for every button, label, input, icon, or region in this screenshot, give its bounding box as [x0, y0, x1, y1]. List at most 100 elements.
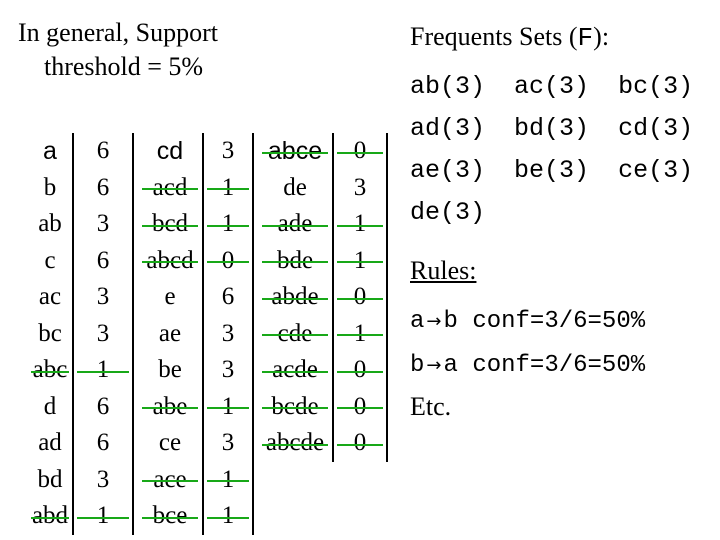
- itemset-cell: bde: [258, 243, 332, 280]
- itemset-cell: d: [43, 392, 57, 420]
- rule: b→a conf=3/6=50%: [410, 344, 645, 388]
- frequent-set: bd(3): [514, 114, 590, 143]
- support-count-cell: 3: [221, 319, 235, 347]
- support-count-cell: 3: [353, 173, 367, 201]
- frequent-set: ad(3): [410, 114, 486, 143]
- support-count-cell: 6: [96, 429, 110, 456]
- support-count-cell: 1: [204, 462, 252, 499]
- itemset-cell: abd: [28, 498, 72, 535]
- support-count-cell: 1: [74, 498, 132, 535]
- support-count-cell: 1: [334, 243, 386, 280]
- support-count-cell: 6: [96, 246, 110, 274]
- itemset-cell: bce: [138, 498, 202, 535]
- support-count-cell: 1: [204, 389, 252, 426]
- support-count-cell: 1: [334, 206, 386, 243]
- support-count-cell: 0: [334, 425, 386, 462]
- itemset-cell: abcd: [138, 243, 202, 280]
- itemset-cell: cd: [156, 137, 184, 165]
- frequent-set: ae(3): [410, 156, 486, 185]
- itemset-cell: abcde: [258, 425, 332, 462]
- frequent-set: be(3): [514, 156, 590, 185]
- support-count-cell: 0: [334, 352, 386, 389]
- itemset-cell: abc: [28, 352, 72, 389]
- support-heading: In general, Support threshold = 5%: [18, 16, 248, 84]
- itemset-cell: abce: [258, 133, 332, 170]
- support-count-cell: 3: [96, 210, 110, 237]
- itemset-cell: bcde: [258, 389, 332, 426]
- frequent-set: de(3): [410, 198, 486, 227]
- support-count-cell: 1: [204, 170, 252, 207]
- support-count-cell: 0: [204, 243, 252, 280]
- frequent-sets-heading: Frequents Sets (F):: [410, 20, 609, 55]
- itemset-cell: e: [164, 283, 176, 310]
- frequent-sets-symbol: F: [577, 23, 594, 53]
- itemset-cell: bc: [38, 319, 62, 347]
- etc-text: Etc.: [410, 392, 452, 421]
- frequent-set: cd(3): [618, 114, 694, 143]
- rule-confidence: conf=3/6=50%: [472, 352, 646, 379]
- itemset-cell: ace: [138, 462, 202, 499]
- rule-lhs: a: [410, 308, 425, 335]
- frequent-sets-row: de(3): [410, 192, 707, 234]
- itemset-cell: bcd: [138, 206, 202, 243]
- itemset-cell: cde: [258, 316, 332, 353]
- itemset-cell: ab: [38, 210, 62, 237]
- support-count-cell: 1: [204, 206, 252, 243]
- frequent-sets-heading-suffix: ):: [593, 22, 610, 51]
- itemset-cell: be: [158, 356, 182, 383]
- support-count-cell: 6: [96, 137, 110, 164]
- right-arrow-icon: →: [426, 355, 442, 376]
- support-count-cell: 3: [221, 137, 235, 164]
- rule: a→b conf=3/6=50%: [410, 300, 645, 344]
- support-count-cell: 6: [96, 173, 110, 201]
- rule-confidence: conf=3/6=50%: [472, 308, 646, 335]
- itemset-cell: acd: [138, 170, 202, 207]
- support-heading-line1: In general, Support: [18, 18, 219, 47]
- support-count-cell: 3: [96, 283, 110, 310]
- frequent-sets-heading-prefix: Frequents Sets (: [410, 22, 578, 51]
- rule-lhs: b: [410, 352, 425, 379]
- frequent-sets-row: ab(3) ac(3) bc(3): [410, 66, 707, 108]
- rules-title: Rules:: [410, 256, 477, 285]
- itemset-cell: abde: [258, 279, 332, 316]
- frequent-sets-row: ae(3) be(3) ce(3): [410, 150, 707, 192]
- count-column-1: 6 6 3 6 3 3 1 6 6 3 1: [74, 133, 134, 535]
- itemset-cell: ac: [38, 283, 62, 310]
- support-count-cell: 3: [221, 356, 235, 383]
- frequent-set: ac(3): [514, 72, 590, 101]
- support-count-cell: 1: [74, 352, 132, 389]
- itemset-cell: bd: [37, 465, 63, 493]
- support-count-cell: 3: [221, 429, 235, 456]
- frequent-set: ce(3): [618, 156, 694, 185]
- support-count-cell: 6: [221, 283, 235, 310]
- itemset-cell: ade: [258, 206, 332, 243]
- itemset-cell: abe: [138, 389, 202, 426]
- support-count-cell: 1: [334, 316, 386, 353]
- itemset-cell: ad: [38, 429, 62, 456]
- support-heading-line2: threshold = 5%: [44, 52, 204, 81]
- itemset-cell: acde: [258, 352, 332, 389]
- frequent-set: ab(3): [410, 72, 486, 101]
- itemset-cell: ae: [158, 319, 182, 347]
- support-count-cell: 6: [96, 392, 110, 420]
- support-count-cell: 3: [96, 465, 110, 493]
- frequent-sets-list: ab(3) ac(3) bc(3) ad(3) bd(3) cd(3) ae(3…: [410, 66, 707, 234]
- support-count-cell: 0: [334, 279, 386, 316]
- frequent-set: bc(3): [618, 72, 694, 101]
- right-arrow-icon: →: [426, 311, 442, 332]
- itemset-cell: de: [283, 173, 307, 201]
- rules-list: a→b conf=3/6=50% b→a conf=3/6=50%: [410, 300, 645, 388]
- rule-rhs: a: [443, 352, 458, 379]
- itemset-cell: ce: [158, 429, 182, 456]
- itemset-cell: c: [44, 246, 56, 274]
- support-count-cell: 3: [96, 319, 110, 347]
- itemset-cell: b: [43, 173, 57, 201]
- support-count-cell: 0: [334, 133, 386, 170]
- support-count-cell: 0: [334, 389, 386, 426]
- rule-rhs: b: [443, 308, 458, 335]
